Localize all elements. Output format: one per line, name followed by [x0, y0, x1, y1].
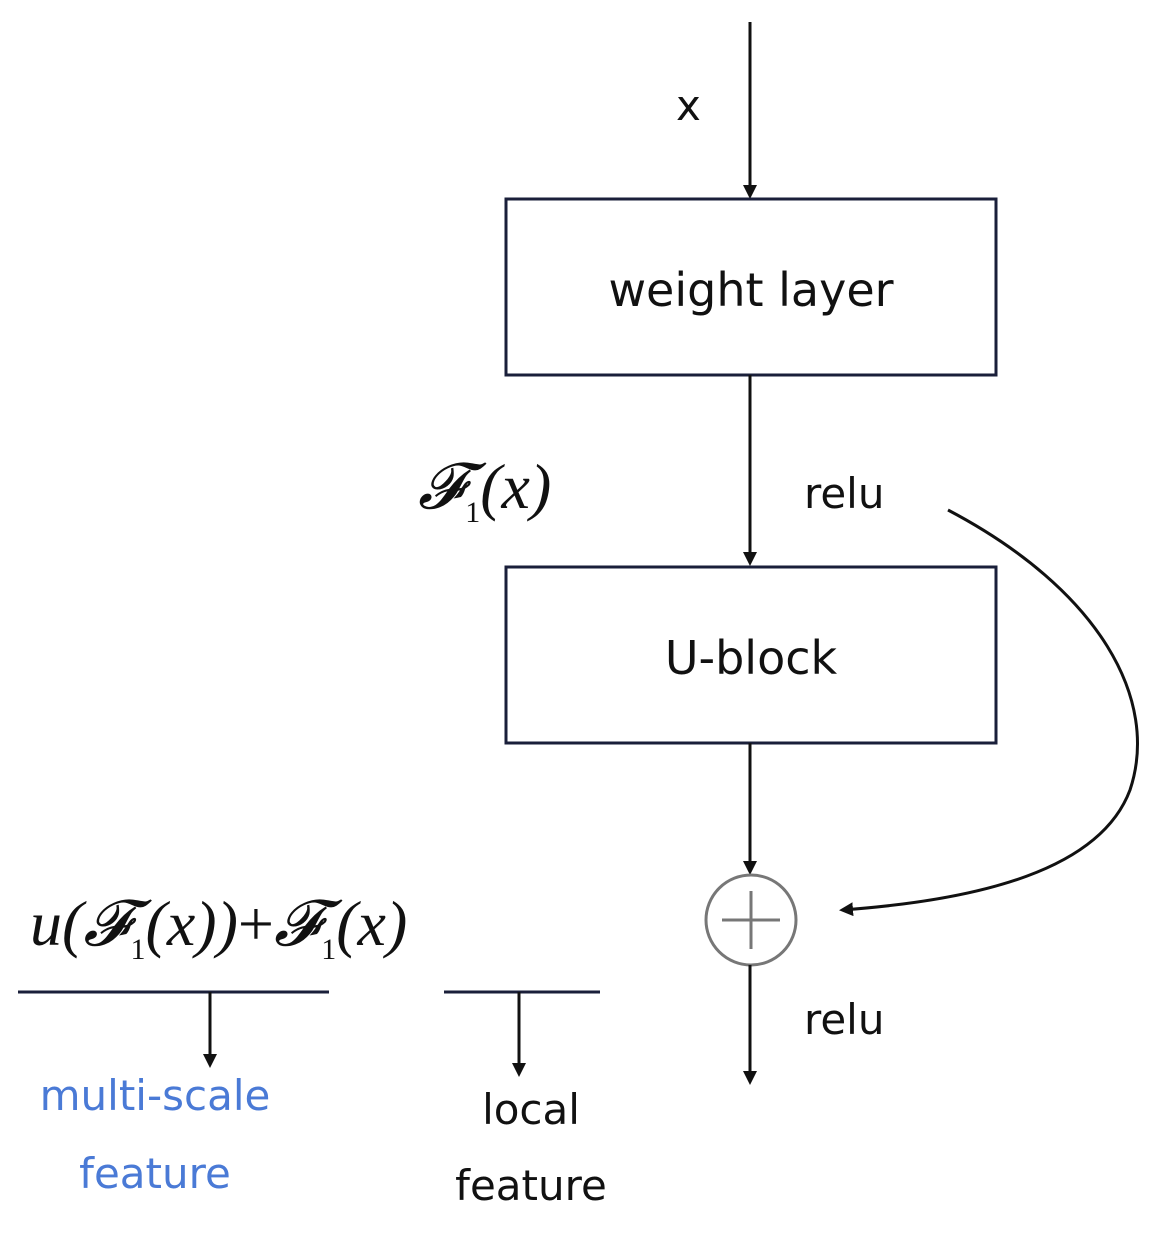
local-caption-line1: local [482, 1085, 580, 1134]
multi-scale-caption-line1: multi-scale [40, 1071, 271, 1120]
eq-sub2: 1 [321, 933, 336, 966]
eq-arg: (x)) [146, 888, 238, 959]
eq-sub: 1 [131, 933, 146, 966]
eq-u: u( [30, 888, 87, 959]
relu-bottom-label: relu [804, 995, 884, 1044]
eq-arg2: (x) [336, 888, 407, 959]
relu-top-label: relu [804, 469, 884, 518]
multi-scale-caption-line2: feature [79, 1149, 231, 1198]
weight-layer-label: weight layer [608, 263, 893, 317]
f1-label: 𝓕1(x) [418, 451, 551, 529]
eq-plus: + [238, 888, 274, 959]
f1-arg: (x) [480, 451, 551, 522]
f1-subscript: 1 [465, 496, 480, 529]
input-label: x [676, 81, 701, 130]
u-block-label: U-block [665, 631, 838, 685]
equation: u(𝓕1(x))+𝓕1(x) [30, 888, 407, 966]
skip-connection-arrow [839, 508, 1139, 917]
local-caption-line2: feature [455, 1161, 607, 1210]
